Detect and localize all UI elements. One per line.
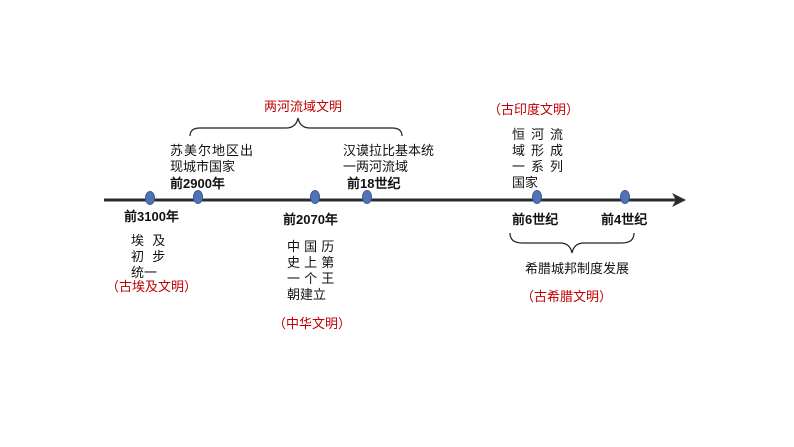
event-china-line2: 史 上 第 <box>287 256 335 271</box>
event-egypt-line1: 埃 及 <box>131 234 166 249</box>
event-ganges-line4: 国家 <box>512 176 539 191</box>
event-sumer-line1: 苏美尔地区出 <box>170 144 255 159</box>
event-china-line4: 朝建立 <box>287 288 327 303</box>
event-sumer-line2: 现城市国家 <box>170 160 236 175</box>
marker-2900bc <box>193 190 203 204</box>
label-egypt: （古埃及文明） <box>106 280 198 295</box>
label-greece: （古希腊文明） <box>521 290 613 305</box>
event-ganges-line3: 一系列 <box>512 160 570 175</box>
event-babylon-line2: 一两河流域 <box>343 160 409 175</box>
mesopotamia-brace <box>189 117 403 137</box>
date-2900bc: 前2900年 <box>170 176 225 191</box>
marker-2070bc <box>310 190 320 204</box>
event-babylon-line1: 汉谟拉比基本统 <box>343 144 435 159</box>
label-mesopotamia: 两河流域文明 <box>264 100 343 115</box>
label-india: （古印度文明） <box>488 103 580 118</box>
date-18c-bc: 前18世纪 <box>347 176 401 191</box>
date-2070bc: 前2070年 <box>283 212 338 227</box>
label-china: （中华文明） <box>273 317 352 332</box>
date-3100bc: 前3100年 <box>124 209 179 224</box>
event-ganges-line2: 域形成 <box>512 144 570 159</box>
date-6c-bc: 前6世纪 <box>512 212 559 227</box>
event-china-line3: 一 个 王 <box>287 272 335 287</box>
marker-6c-bc <box>532 190 542 204</box>
event-greece: 希腊城邦制度发展 <box>525 262 630 277</box>
event-egypt-line3: 统一 <box>131 266 158 281</box>
event-china-line1: 中 国 历 <box>287 240 335 255</box>
event-egypt-line2: 初 步 <box>131 250 166 265</box>
marker-4c-bc <box>620 190 630 204</box>
event-ganges-line1: 恒河流 <box>512 128 570 143</box>
greece-brace <box>509 232 635 254</box>
date-4c-bc: 前4世纪 <box>601 212 648 227</box>
marker-3100bc <box>145 191 155 205</box>
timeline-arrowhead <box>672 193 686 207</box>
marker-18c-bc <box>362 190 372 204</box>
